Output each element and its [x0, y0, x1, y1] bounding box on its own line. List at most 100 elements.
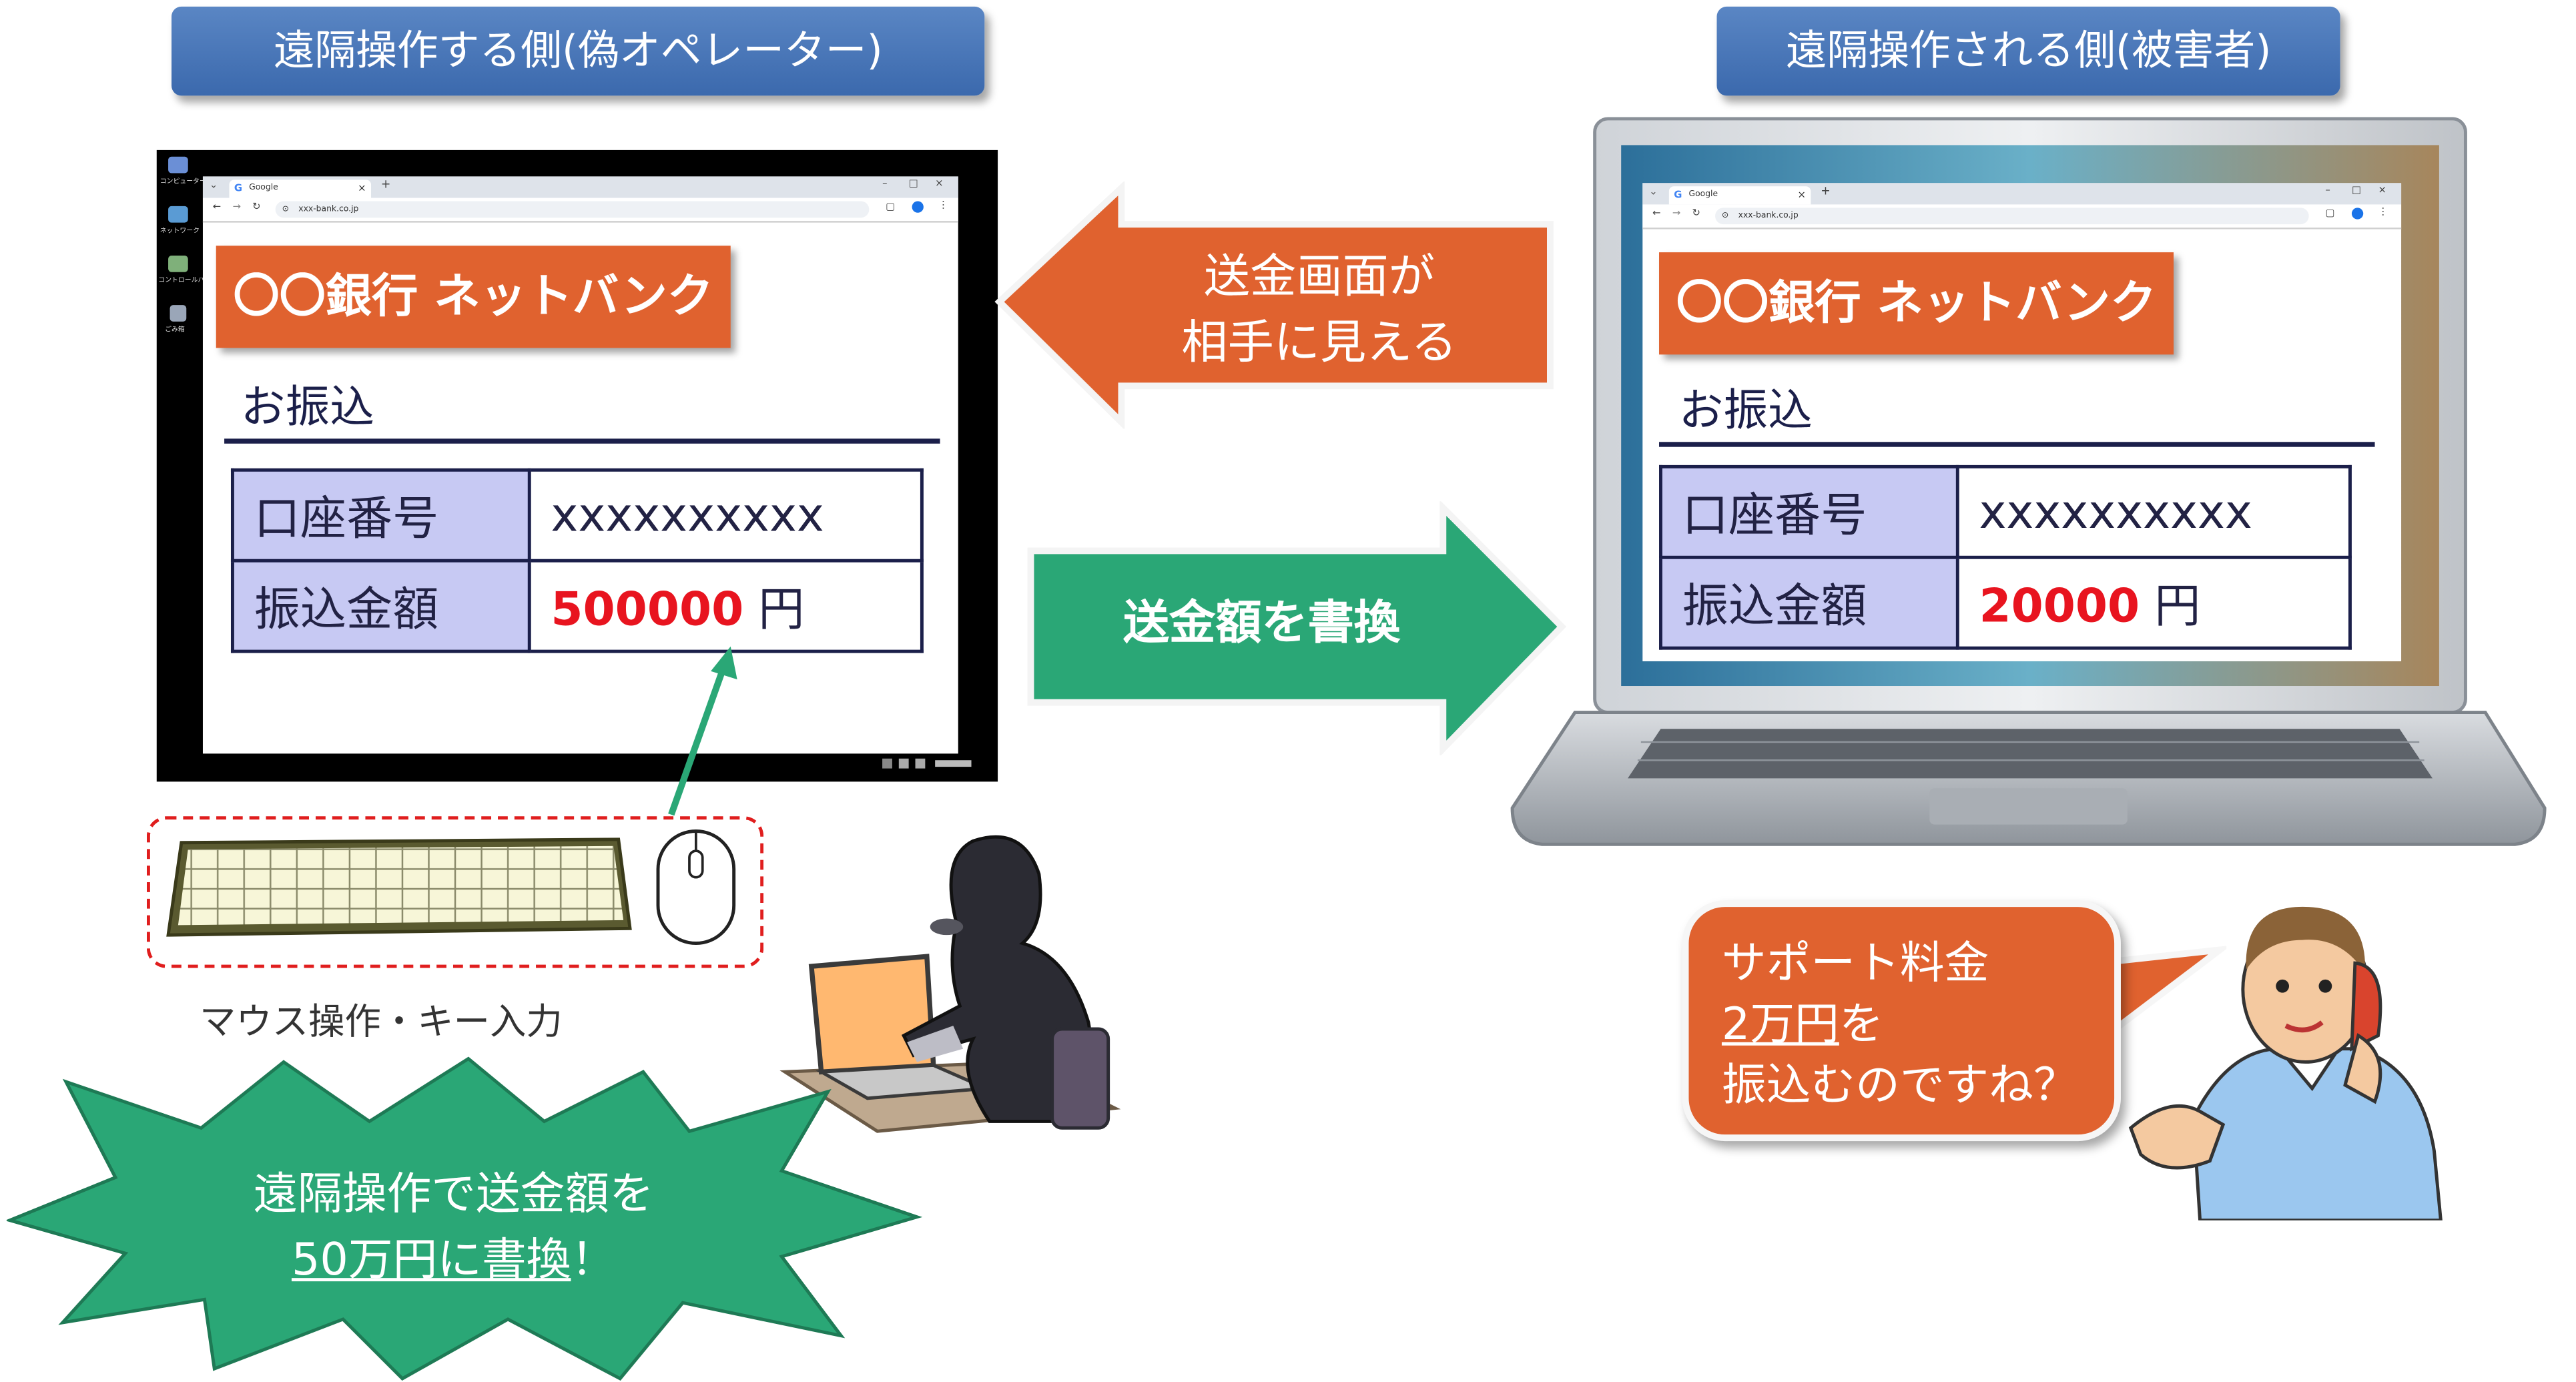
tab-title: Google — [249, 183, 278, 194]
address-bar: ← → ↻ ⊙ xxx-bank.co.jp ▢ ⋮ — [1642, 204, 2402, 230]
extensions-icon[interactable]: ▢ — [886, 201, 896, 213]
screen-visible-line2: 相手に見える — [1181, 314, 1458, 370]
operator-transfer-amount[interactable]: 500000 円 — [527, 559, 924, 653]
url-field[interactable]: ⊙ xxx-bank.co.jp — [1715, 208, 2309, 225]
url-text: xxx-bank.co.jp — [298, 204, 359, 215]
profile-icon[interactable] — [2351, 208, 2364, 220]
close-window-icon[interactable]: × — [2378, 184, 2386, 197]
back-icon[interactable]: ← — [1652, 208, 1661, 220]
bubble-underlined-fee: 2万円 — [1721, 999, 1839, 1051]
minimize-icon[interactable]: – — [2325, 184, 2330, 197]
network-icon — [168, 206, 188, 223]
victim-title-underline — [1659, 442, 2375, 447]
menu-icon[interactable]: ⋮ — [938, 200, 948, 212]
bubble-line-1: サポート料金 — [1721, 938, 1989, 990]
currency-label: 円 — [2154, 578, 2201, 633]
screen-visible-arrow — [994, 181, 1554, 429]
tab-list-icon[interactable]: ⌄ — [1649, 186, 1658, 198]
victim-transfer-table: 口座番号 xxxxxxxxxx 振込金額 20000 円 — [1659, 464, 2352, 650]
desktop-icon-label: コンピューター — [159, 176, 206, 185]
minimize-icon[interactable]: – — [882, 178, 888, 190]
alert-burst-line2: 50万円に書換！ — [214, 1229, 693, 1295]
input-devices-group — [146, 816, 764, 968]
reload-icon[interactable]: ↻ — [252, 201, 261, 213]
victim-side-header: 遠隔操作される側(被害者) — [1716, 6, 2340, 96]
reload-icon[interactable]: ↻ — [1692, 208, 1700, 220]
profile-icon[interactable] — [912, 201, 924, 213]
transfer-amount-label: 振込金額 — [1659, 555, 1959, 650]
clock — [935, 760, 972, 767]
tab-bar: ⌄ G Google × + – □ × — [1642, 183, 2402, 205]
site-info-icon: ⊙ — [1721, 211, 1729, 222]
taskbar-tray — [882, 758, 981, 772]
operator-title-underline — [224, 438, 940, 444]
victim-speech-bubble: サポート料金 2万円を 振込むのですね？ — [1682, 900, 2121, 1142]
alert-burst-line1: 遠隔操作で送金額を — [253, 1169, 654, 1221]
victim-transfer-amount: 20000 円 — [1955, 555, 2352, 650]
victim-person-illustration — [2128, 906, 2443, 1221]
bubble-line-3: 振込むのですね？ — [1721, 1060, 2078, 1112]
victim-page-title: お振込 — [1678, 386, 1813, 437]
account-number-label: 口座番号 — [1659, 464, 1959, 559]
google-favicon: G — [1674, 190, 1682, 202]
operator-transfer-table: 口座番号 xxxxxxxxxx 振込金額 500000 円 — [230, 468, 924, 653]
operator-bank-title: 〇〇銀行 ネットバンク — [216, 246, 731, 348]
account-number-value: xxxxxxxxxx — [1955, 464, 2352, 559]
network-tray-icon — [898, 758, 909, 769]
rewrite-amount-arrow — [1027, 501, 1567, 755]
computer-icon — [168, 156, 188, 174]
volume-tray-icon — [915, 758, 926, 769]
close-tab-icon[interactable]: × — [358, 183, 366, 195]
account-number-value: xxxxxxxxxx — [527, 468, 924, 563]
operator-amount-value: 500000 — [551, 581, 744, 636]
desktop-icon-label: ごみ箱 — [165, 324, 185, 334]
close-window-icon[interactable]: × — [935, 178, 944, 190]
tab-bar: ⌄ G Google × + – □ × — [202, 176, 958, 198]
tray-icon — [882, 758, 892, 769]
currency-label: 円 — [758, 581, 805, 636]
screen-visible-line1: 送金画面が — [1203, 249, 1435, 304]
site-info-icon: ⊙ — [282, 204, 289, 215]
forward-icon[interactable]: → — [1672, 208, 1681, 220]
mouse-icon[interactable] — [651, 825, 740, 950]
address-bar: ← → ↻ ⊙ xxx-bank.co.jp ▢ ⋮ — [202, 198, 958, 223]
operator-side-header: 遠隔操作する側(偽オペレーター) — [172, 6, 985, 96]
back-icon[interactable]: ← — [212, 201, 222, 213]
url-text: xxx-bank.co.jp — [1738, 211, 1799, 222]
victim-amount-value: 20000 — [1979, 578, 2140, 633]
bubble-line-2: 2万円を — [1722, 994, 2114, 1055]
operator-browser-window: ⌄ G Google × + – □ × ← → ↻ ⊙ xxx-bank.co… — [202, 176, 958, 754]
maximize-icon[interactable]: □ — [2351, 184, 2361, 197]
new-tab-icon[interactable]: + — [1821, 184, 1831, 198]
operator-page-title: お振込 — [240, 382, 374, 434]
keyboard-icon — [166, 837, 632, 937]
alert-burst-shape — [6, 1056, 923, 1381]
control-panel-icon — [168, 256, 188, 272]
transfer-amount-label: 振込金額 — [230, 559, 531, 653]
browser-tab[interactable]: G Google × — [1668, 186, 1811, 205]
operator-monitor: コンピューター ネットワーク コントロールパネル ごみ箱 ⌄ G Google … — [156, 149, 998, 782]
close-tab-icon[interactable]: × — [1797, 190, 1806, 202]
tab-list-icon[interactable]: ⌄ — [209, 180, 218, 192]
bubble-line-2-suffix: を — [1839, 999, 1884, 1051]
new-tab-icon[interactable]: + — [380, 178, 391, 192]
desktop-icon-label: ネットワーク — [159, 226, 200, 234]
input-caption: マウス操作・キー入力 — [200, 1002, 563, 1044]
fake-operator-hacker-illustration — [779, 835, 1121, 1133]
extensions-icon[interactable]: ▢ — [2325, 208, 2335, 220]
url-field[interactable]: ⊙ xxx-bank.co.jp — [275, 201, 870, 218]
maximize-icon[interactable]: □ — [908, 178, 918, 190]
tab-title: Google — [1688, 190, 1718, 200]
pointer-arrow — [668, 646, 737, 816]
account-number-label: 口座番号 — [230, 468, 531, 563]
google-favicon: G — [234, 183, 243, 195]
desktop-icon-label: コントロールパネル — [158, 275, 218, 284]
forward-icon[interactable]: → — [232, 201, 241, 213]
rewrite-amount-label: 送金額を書換 — [1122, 595, 1401, 650]
victim-bank-title: 〇〇銀行 ネットバンク — [1659, 252, 2174, 355]
alert-burst-suffix: ！ — [571, 1235, 616, 1287]
browser-tab[interactable]: G Google × — [229, 180, 372, 198]
alert-burst-underlined: 50万円に書換 — [291, 1235, 571, 1287]
menu-icon[interactable]: ⋮ — [2378, 206, 2388, 218]
recycle-bin-icon — [170, 305, 187, 322]
